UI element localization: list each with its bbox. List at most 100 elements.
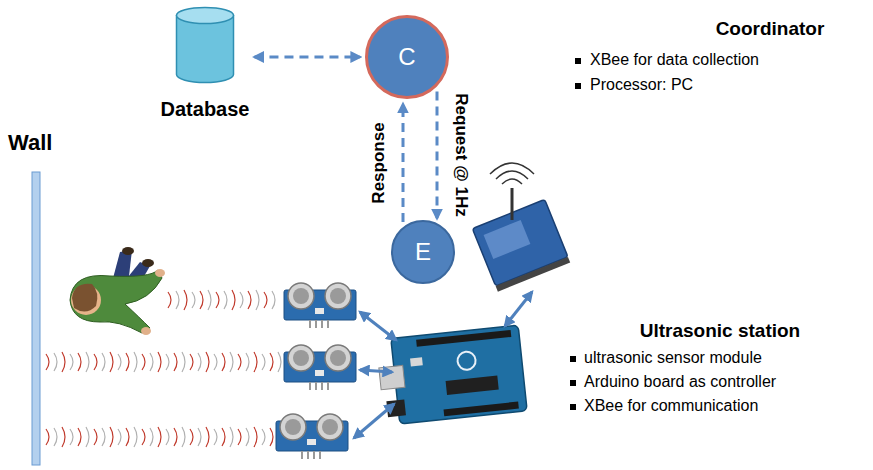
database-cylinder: Database	[161, 6, 250, 121]
wave-arc	[200, 291, 203, 309]
dashed-connector	[402, 104, 405, 222]
wave-arc	[118, 429, 121, 445]
wave-arc	[238, 354, 241, 370]
heading: Ultrasonic station	[640, 320, 800, 342]
wall-label: Wall	[8, 130, 52, 156]
wave-arc	[230, 352, 233, 372]
wave-arc	[248, 291, 251, 309]
wave-arc	[118, 354, 121, 370]
wave-arc	[94, 354, 97, 370]
bullet-text: XBee for communication	[584, 397, 758, 415]
person-figure	[70, 247, 165, 335]
wave-arc	[230, 427, 233, 447]
bullet-text: Arduino board as controller	[584, 373, 776, 391]
wave-arc	[254, 427, 257, 447]
wave-arc	[174, 353, 177, 371]
wave-arc	[214, 429, 217, 445]
wave-arc	[176, 291, 179, 309]
wave-arc	[78, 428, 81, 446]
wave-arc	[126, 353, 129, 371]
wave-arc	[102, 428, 105, 446]
wave-arc	[214, 354, 217, 370]
wire-arrow	[354, 292, 532, 438]
wave-arc	[190, 354, 193, 370]
wave-arc	[264, 292, 267, 308]
bullet-text: ultrasonic sensor module	[584, 349, 762, 367]
wave-arc	[206, 352, 209, 372]
coordinator-circle: C	[365, 15, 449, 99]
wave-arc	[168, 292, 171, 308]
wave-arc	[46, 429, 49, 445]
wave-arc	[190, 429, 193, 445]
wave-arc	[150, 353, 153, 371]
wave-arc	[256, 290, 259, 310]
wave-arc	[158, 427, 161, 447]
wave-arc	[240, 292, 243, 308]
wave-arc	[262, 429, 265, 445]
wave-arc	[184, 290, 187, 310]
wave-arc	[254, 352, 257, 372]
wave-arc	[62, 427, 65, 447]
wave-arc	[238, 429, 241, 445]
wave-arc	[206, 427, 209, 447]
bullet-mark	[570, 58, 581, 410]
wave-arc	[150, 428, 153, 446]
wave-arc	[46, 354, 49, 370]
wave-arc	[232, 290, 235, 310]
wave-arc	[142, 354, 145, 370]
wave-arc	[222, 353, 225, 371]
dashed-connector	[254, 56, 360, 59]
wave-arc	[54, 428, 57, 446]
wave-arc	[198, 353, 201, 371]
wave-arc	[110, 352, 113, 372]
node-letter: E	[415, 238, 431, 266]
end-device-circle: E	[391, 220, 455, 284]
xbee-module	[472, 163, 570, 292]
wave-arc	[94, 429, 97, 445]
ultrasonic-sensor	[276, 414, 348, 459]
wave-arc	[166, 429, 169, 445]
database-label: Database	[161, 98, 250, 121]
wave-arc	[126, 428, 129, 446]
wave-arc	[102, 353, 105, 371]
wave-arc	[86, 427, 89, 447]
wave-arc	[54, 353, 57, 371]
edge-label: Response	[369, 122, 389, 203]
ultrasonic-sensor	[284, 283, 356, 328]
wave-arc	[278, 352, 281, 372]
wave-arc	[134, 352, 137, 372]
wave-arc	[62, 352, 65, 372]
wave-arc	[182, 352, 185, 372]
heading: Coordinator	[716, 18, 825, 40]
bullet-text: XBee for data collection	[590, 51, 759, 69]
wave-arc	[224, 291, 227, 309]
wave-arc	[192, 292, 195, 308]
wave-arc	[198, 428, 201, 446]
wall-bar	[32, 172, 40, 465]
wave-arc	[166, 354, 169, 370]
wave-arc	[134, 427, 137, 447]
ultrasonic-sensor	[284, 345, 356, 390]
wave-arc	[272, 291, 275, 309]
wave-arc	[174, 428, 177, 446]
wave-arc	[70, 429, 73, 445]
wave-arc	[270, 353, 273, 371]
wave-arc	[70, 354, 73, 370]
wave-arc	[216, 292, 219, 308]
wave-arc	[182, 427, 185, 447]
wave-arc	[222, 428, 225, 446]
bullet-text: Processor: PC	[590, 76, 693, 94]
edge-label: Request @ 1Hz	[451, 93, 471, 216]
wave-arc	[78, 353, 81, 371]
cylinder-outline	[175, 6, 235, 84]
wave-arc	[86, 352, 89, 372]
wave-arc	[208, 290, 211, 310]
wave-arc	[246, 428, 249, 446]
wave-arc	[270, 428, 273, 446]
wave-arc	[110, 427, 113, 447]
wave-arc	[158, 352, 161, 372]
wave-arc	[246, 353, 249, 371]
node-letter: C	[398, 43, 415, 71]
arduino-board	[376, 325, 527, 425]
